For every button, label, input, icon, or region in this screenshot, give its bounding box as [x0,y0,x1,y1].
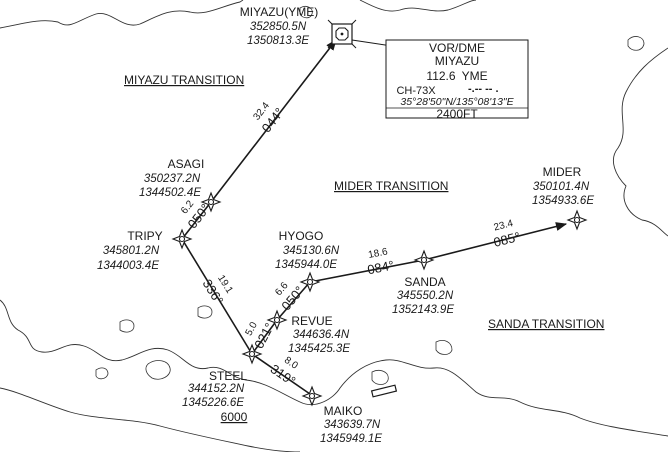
mider-fix-symbol [566,209,588,231]
maiko-fix-lon: 1345949.1E [320,433,382,445]
leg-sanda-mider [423,222,568,261]
navaid-info-box: VOR/DME MIYAZU 112.6 YME CH-73X -.-- -- .… [385,39,529,121]
revue-fix-symbol [266,309,288,331]
island-7 [627,36,645,51]
maiko-steel-leg-label: 8.0 319° [268,355,300,389]
revue-fix-lat: 344636.4N [293,329,350,341]
asagi-miyazu-leg-label: 32.4 044° [251,100,287,135]
island-2 [119,319,135,333]
sanda-mider-leg-label: 23.4 085° [492,218,522,250]
maiko-fix-name: MAIKO [324,404,363,418]
island-3 [197,305,213,319]
pier [370,384,398,398]
island-5 [435,340,453,355]
navaid-name: MIYAZU [435,54,479,68]
leg-asagi-miyazu [210,39,337,203]
coastline-north-east [359,0,477,12]
navaid-leader-line [351,39,393,47]
steel-fix-altitude: 6000 [221,410,248,424]
hyogo-fix-lon: 1345944.0E [275,259,337,271]
island-1 [145,360,171,380]
leg-hyogo-sanda [309,259,425,283]
hyogo-fix-lat: 345130.6N [283,245,340,257]
tripy-fix-lon: 1344003.4E [97,260,159,272]
navaid-freq: 112.6 [426,69,455,83]
mider-fix-lon: 1354933.6E [532,195,594,207]
route-layer [181,39,568,395]
vor-dme-symbol [327,19,357,49]
revue-hyogo-leg-label: 6.6 050° [273,280,307,313]
coastline-east [613,47,668,237]
navaid-elevation: 2400FT [436,107,478,121]
tripy-asagi-leg-label: 6.2 050° [179,198,213,231]
leg-tripy-asagi [181,201,212,240]
maiko-fix-lat: 343639.7N [324,419,381,431]
sanda-fix-lon: 1352143.9E [392,304,454,316]
sanda-mider-course: 085° [492,229,522,250]
navaid-type: VOR/DME [429,41,485,55]
asagi-fix-lon: 1344502.4E [139,187,201,199]
miyazu-fix-lat: 352850.5N [250,21,307,33]
asagi-fix-name: ASAGI [168,157,205,171]
coastline-north [0,0,244,29]
mider-fix-lat: 350101.4N [533,181,590,193]
navaid-channel: CH-73X [396,85,436,97]
steel-fix-lat: 344152.2N [188,383,245,395]
mider-transition-label: MIDER TRANSITION [334,179,448,193]
fix-labels: MIYAZU(YME) 352850.5N 1350813.3E ASAGI 3… [97,5,594,445]
miyazu-transition-label: MIYAZU TRANSITION [124,73,244,87]
island-8 [299,6,313,19]
island-4 [95,367,109,380]
navaid-morse: -.-- -- . [468,83,499,95]
leg-steel-revue [251,319,278,355]
mider-fix-name: MIDER [543,165,582,179]
steel-fix-symbol [241,343,263,365]
miyazu-fix-name: MIYAZU(YME) [240,5,318,19]
coastline-south-peninsula [0,387,301,452]
island-6 [371,370,389,385]
maiko-fix-symbol [301,385,323,407]
sanda-fix-lat: 345550.2N [397,290,454,302]
hyogo-sanda-leg-label: 18.6 084° [366,246,395,278]
sanda-mider-distance: 23.4 [493,218,515,233]
hyogo-sanda-distance: 18.6 [367,246,389,261]
asagi-fix-symbol [200,191,222,213]
leg-maiko-steel [251,353,311,395]
tripy-fix-name: TRIPY [127,229,162,243]
steel-fix-name: STEEL [209,369,247,383]
revue-fix-lon: 1345425.3E [288,343,350,355]
navaid-coords: 35°28'50"N/135°08'13"E [400,96,514,108]
coastline-south-bay [0,299,668,437]
navaid-ident: YME [462,69,488,83]
leg-tripy-steel [181,238,253,355]
sanda-transition-label: SANDA TRANSITION [488,317,604,331]
hyogo-sanda-course: 084° [366,258,395,278]
fix-layer [171,19,588,407]
revue-fix-name: REVUE [291,314,332,328]
hyogo-fix-symbol [299,271,321,293]
miyazu-fix-lon: 1350813.3E [247,35,309,47]
hyogo-fix-name: HYOGO [279,229,324,243]
sanda-fix-symbol [413,249,435,271]
tripy-fix-lat: 345801.2N [103,245,160,257]
navaid-frequency: 112.6 YME [426,69,487,83]
leg-revue-hyogo [276,281,311,321]
asagi-fix-lat: 350237.2N [144,173,201,185]
sanda-fix-name: SANDA [404,275,445,289]
steel-fix-lon: 1345226.6E [182,397,244,409]
tripy-fix-symbol [171,228,193,250]
